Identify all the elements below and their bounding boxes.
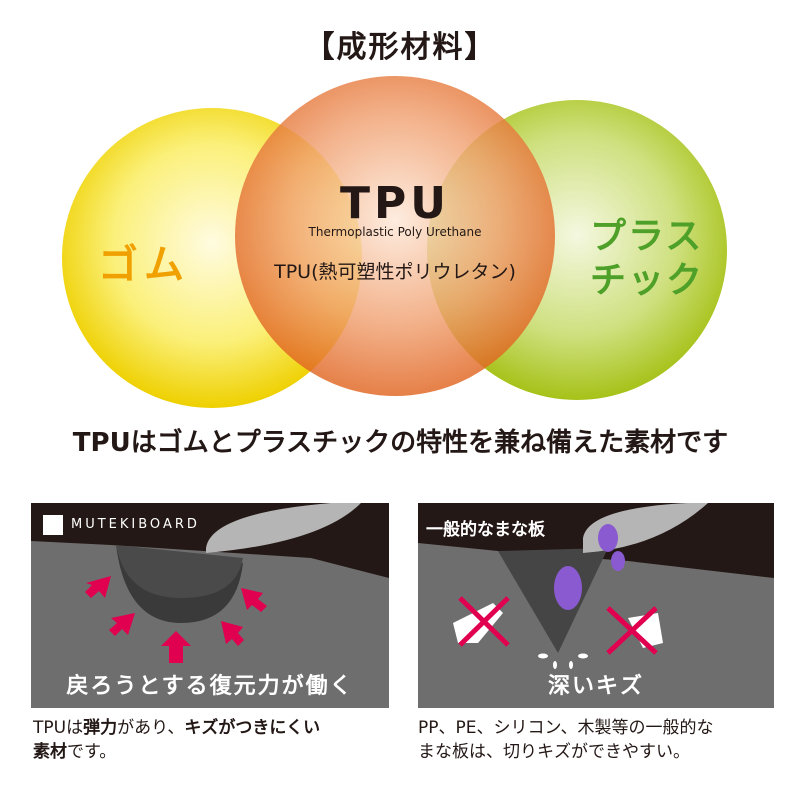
venn-diagram — [62, 76, 727, 408]
board-label: 一般的なまな板 — [426, 520, 545, 540]
plastic-label-line1: プラス — [590, 216, 704, 257]
summary-text: TPUはゴムとプラスチックの特性を兼ね備えた素材です — [72, 428, 729, 458]
tpu-subtitle: Thermoplastic Poly Urethane — [308, 225, 482, 239]
desc-line: PP、PE、シリコン、木製等の一般的な — [418, 718, 714, 738]
cross-icons — [458, 596, 658, 655]
logo-icon — [43, 515, 63, 535]
tpu-circle — [235, 76, 555, 396]
desc-bold: 弾力 — [83, 718, 118, 738]
board-description: PP、PE、シリコン、木製等の一般的な まな板は、切りキズができやすい。 — [418, 716, 788, 764]
devil-icons — [554, 524, 625, 610]
brand-logo: MUTEKIBOARD — [71, 517, 200, 532]
desc-bold: 素材 — [33, 742, 67, 762]
desc-bold: キズがつきにくい — [184, 718, 321, 738]
tpu-label: TPU — [340, 178, 450, 229]
tpu-panel: MUTEKIBOARD 戻ろうとする復元力が働く — [31, 503, 389, 708]
desc-line: まな板は、切りキズができやすい。 — [418, 742, 690, 762]
tpu-japanese: TPU(熱可塑性ポリウレタン) — [274, 261, 516, 283]
plastic-label: プラスチック — [590, 215, 704, 303]
board-illustration — [418, 503, 774, 669]
rubber-label: ゴム — [98, 242, 190, 288]
board-panel: 一般的なまな板 深いキズ — [418, 503, 774, 708]
plastic-label-line2: チック — [590, 260, 705, 301]
desc-text: があり、 — [117, 718, 185, 738]
tpu-description: TPUは弾力があり、キズがつきにくい素材です。 — [33, 716, 393, 764]
desc-text: です。 — [67, 742, 117, 762]
panel-caption: 深いキズ — [547, 674, 644, 699]
panel-caption: 戻ろうとする復元力が働く — [66, 674, 354, 699]
tpu-illustration — [31, 503, 389, 663]
arrow-icons — [85, 576, 267, 663]
desc-text: TPUは — [33, 718, 84, 738]
section-title: 【成形材料】 — [304, 30, 497, 65]
